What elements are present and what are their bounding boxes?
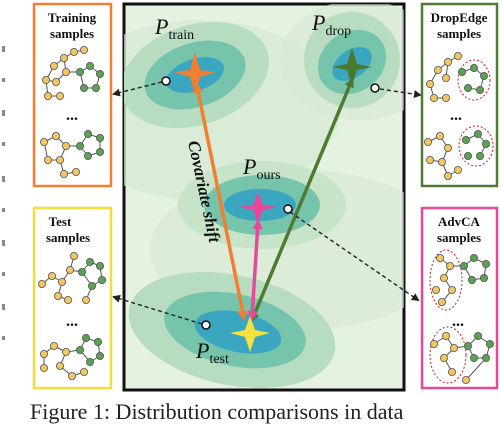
training-graph-2-nodes bbox=[40, 129, 105, 178]
ours-sample-marker bbox=[283, 204, 293, 214]
figure-caption: Figure 1: Distribution comparisons in da… bbox=[30, 399, 404, 424]
training-graph-1-nodes bbox=[42, 46, 105, 101]
train-test-shift-arrow bbox=[193, 83, 248, 321]
test-graph-1-nodes bbox=[38, 251, 107, 304]
advca-panel-title-line2: samples bbox=[437, 230, 481, 245]
dropedge-panel-title-line2: samples bbox=[437, 26, 481, 41]
test-samples-panel: Test samples ... bbox=[32, 206, 113, 390]
dropedge-highlight-1 bbox=[457, 59, 491, 101]
drop-sample-marker bbox=[370, 83, 380, 93]
p-drop-label: Pdrop bbox=[311, 10, 351, 39]
dropedge-samples-panel: DropEdge samples ... bbox=[420, 2, 499, 188]
left-edge-fragments bbox=[2, 46, 5, 340]
training-samples-panel: Training samples ... bbox=[32, 2, 113, 188]
advca-highlight-2 bbox=[429, 326, 467, 384]
training-panel-title-line2: samples bbox=[50, 26, 94, 41]
dropedge-panel-title-line1: DropEdge bbox=[431, 10, 488, 25]
test-ellipsis: ... bbox=[66, 313, 78, 330]
training-panel-title-line1: Training bbox=[48, 10, 97, 25]
dropedge-ellipsis: ... bbox=[450, 107, 462, 124]
advca-ellipsis: ... bbox=[452, 313, 464, 330]
advca-graph-1-nodes bbox=[431, 253, 490, 306]
train-star bbox=[174, 52, 216, 95]
distribution-panel: Ptrain Pdrop Pours Ptest Covariate shift bbox=[122, 2, 406, 392]
drop-star bbox=[332, 48, 372, 86]
test-graph-2-nodes bbox=[40, 333, 105, 380]
advca-panel-title-line1: AdvCA bbox=[438, 214, 481, 229]
dropedge-graph-2-nodes bbox=[423, 129, 490, 180]
advca-graph-2-nodes bbox=[429, 331, 494, 384]
advca-samples-panel: AdvCA samples ... bbox=[420, 206, 499, 390]
training-ellipsis: ... bbox=[66, 107, 78, 124]
test-panel-title-line2: samples bbox=[46, 230, 90, 245]
p-ours-label: Pours bbox=[242, 154, 281, 183]
p-test-label: Ptest bbox=[195, 338, 229, 367]
dropedge-highlight-2 bbox=[458, 125, 494, 167]
test-panel-title-line1: Test bbox=[49, 214, 72, 229]
train-sample-marker bbox=[161, 76, 171, 86]
dropedge-graph-1-nodes bbox=[425, 52, 488, 103]
drop-test-arrow bbox=[250, 77, 354, 323]
ours-test-arrow bbox=[247, 219, 263, 321]
ours-star bbox=[238, 192, 278, 224]
test-sample-marker bbox=[201, 320, 211, 330]
advca-highlight-1 bbox=[429, 249, 463, 311]
test-star bbox=[230, 316, 270, 352]
p-train-label: Ptrain bbox=[154, 14, 194, 43]
connectors bbox=[112, 81, 422, 325]
